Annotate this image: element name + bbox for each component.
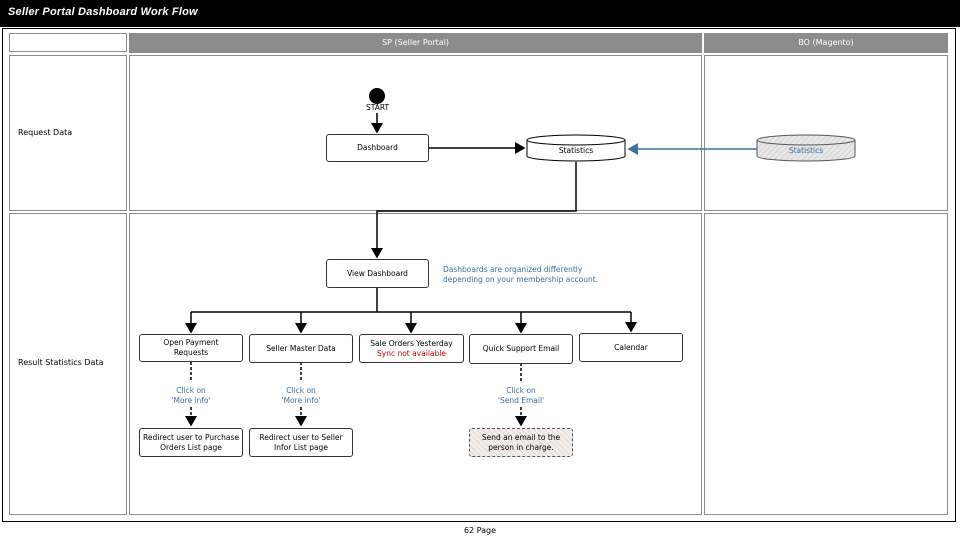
redirect-po-node: Redirect user to Purchase Orders List pa… — [139, 428, 243, 457]
sync-warning: Sync not available — [377, 348, 446, 358]
send-email-line-1: Send an email to the — [481, 432, 561, 442]
quick-support-label: Quick Support Email — [482, 344, 560, 353]
condition-send-email: Click on 'Send Email' — [481, 386, 561, 406]
lane-sp-request — [129, 55, 702, 211]
lane-bo-result — [704, 213, 948, 515]
page-title: Seller Portal Dashboard Work Flow — [8, 6, 198, 18]
title-bar: Seller Portal Dashboard Work Flow — [0, 0, 960, 27]
send-email-line-2: person in charge. — [488, 442, 554, 452]
seller-master-label: Seller Master Data — [266, 343, 336, 353]
dashboard-node: Dashboard — [326, 134, 429, 162]
redirect-seller-line-2: Infor List page — [274, 442, 328, 452]
condition-1-line-1: Click on — [176, 386, 206, 395]
lane-bo-request — [704, 55, 948, 211]
redirect-seller-line-1: Redirect user to Seller — [259, 432, 343, 442]
note-line-2: depending on your membership account. — [443, 275, 599, 284]
seller-master-node: Seller Master Data — [249, 334, 353, 363]
calendar-label: Calendar — [614, 342, 648, 352]
row-label-cell-result — [9, 213, 127, 515]
start-label: START — [366, 103, 390, 112]
column-header-bo: BO (Magento) — [704, 33, 948, 53]
redirect-po-line-1: Redirect user to Purchase — [142, 432, 240, 442]
open-payment-line-1: Open Payment — [163, 338, 219, 347]
start-node-icon — [369, 88, 385, 104]
statistics-bo-label: Statistics — [788, 146, 824, 155]
row-label-cell-request — [9, 55, 127, 211]
condition-3-line-2: 'Send Email' — [497, 396, 545, 405]
condition-more-info-2: Click on 'More info' — [261, 386, 341, 406]
open-payment-node: Open Payment Requests — [139, 334, 243, 362]
note-line-1: Dashboards are organized differently — [443, 265, 583, 274]
condition-3-line-1: Click on — [506, 386, 536, 395]
row-label-result: Result Statistics Data — [18, 358, 104, 367]
statistics-sp-db-icon — [526, 134, 626, 162]
sale-orders-line-1: Sale Orders Yesterday — [370, 338, 453, 348]
swimlane-frame — [2, 28, 956, 522]
view-dashboard-node: View Dashboard — [326, 259, 429, 288]
condition-1-line-2: 'More info' — [171, 396, 211, 405]
redirect-po-line-2: Orders List page — [160, 442, 222, 452]
row-label-request: Request Data — [18, 128, 73, 137]
dashboard-node-label: Dashboard — [357, 143, 398, 152]
page-footer: 62 Page — [463, 526, 497, 535]
membership-note: Dashboards are organized differently dep… — [443, 265, 598, 285]
quick-support-node: Quick Support Email — [469, 334, 573, 364]
redirect-seller-node: Redirect user to Seller Infor List page — [249, 428, 353, 457]
open-payment-line-2: Requests — [173, 348, 209, 357]
corner-cell — [9, 33, 127, 52]
statistics-sp-label: Statistics — [558, 146, 594, 155]
calendar-node: Calendar — [579, 333, 683, 362]
statistics-bo-db-icon — [756, 134, 856, 162]
sale-orders-node: Sale Orders Yesterday Sync not available — [359, 334, 464, 363]
view-dashboard-label: View Dashboard — [347, 268, 408, 278]
condition-more-info-1: Click on 'More info' — [151, 386, 231, 406]
condition-2-line-2: 'More info' — [281, 396, 321, 405]
send-email-node: Send an email to the person in charge. — [469, 428, 573, 457]
condition-2-line-1: Click on — [286, 386, 316, 395]
column-header-sp: SP (Seller Portal) — [129, 33, 702, 53]
